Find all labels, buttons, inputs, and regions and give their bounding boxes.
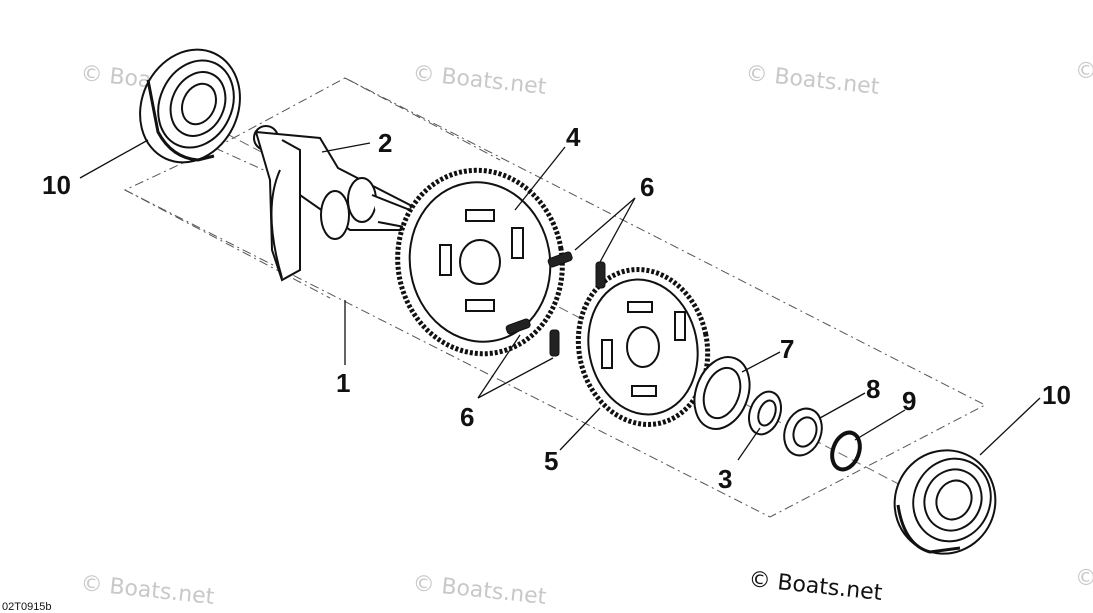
leader-lines <box>79 139 1041 461</box>
callout-4: 4 <box>566 122 581 152</box>
watermark-top-right: © Boats.net <box>744 61 880 100</box>
callout-6-bottom: 6 <box>460 402 474 432</box>
bearing-top-left <box>139 48 241 164</box>
thrust-washer <box>693 356 751 430</box>
watermark-top-edge: © <box>1075 59 1093 84</box>
watermark-top-center: © Boats.net <box>411 61 547 100</box>
callout-2: 2 <box>378 128 392 158</box>
callouts: 10 2 4 6 1 6 5 7 3 8 9 10 <box>42 122 1071 494</box>
bearing-bottom-right <box>893 449 997 555</box>
washer-ring <box>783 407 823 457</box>
callout-9: 9 <box>902 386 916 416</box>
watermark-bottom-edge: © <box>1075 566 1093 591</box>
callout-10-top: 10 <box>42 170 71 200</box>
spacer-ring <box>748 390 782 436</box>
drawing-code: 02T0915b <box>2 601 52 613</box>
spring-pins <box>505 251 606 357</box>
callout-10-bottom: 10 <box>1042 380 1071 410</box>
callout-6-top: 6 <box>640 172 654 202</box>
gear-large <box>395 167 565 357</box>
watermark-bottom-left: © Boats.net <box>79 571 215 610</box>
callout-5: 5 <box>544 446 558 476</box>
callout-8: 8 <box>866 374 880 404</box>
watermark-bottom-center: © Boats.net <box>411 571 547 610</box>
callout-3: 3 <box>718 464 732 494</box>
callout-7: 7 <box>780 334 794 364</box>
callout-1: 1 <box>336 368 350 398</box>
snap-ring <box>830 430 862 472</box>
copyright-notice: © Boats.net <box>747 567 883 606</box>
gear-small <box>575 267 711 427</box>
camshaft <box>253 125 425 282</box>
